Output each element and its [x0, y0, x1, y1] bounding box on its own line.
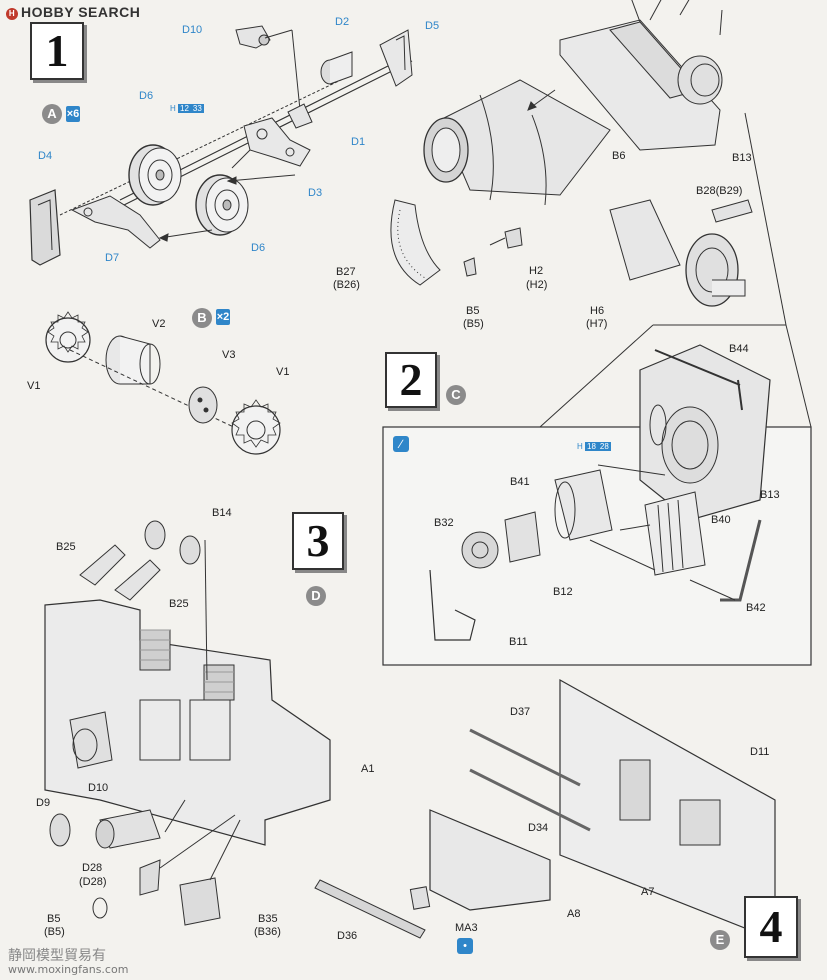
label-v1-right: V1 [276, 366, 290, 378]
label-d11: D11 [750, 746, 770, 758]
label-b42: B42 [746, 602, 766, 614]
label-b44: B44 [729, 343, 749, 355]
logo-text: HOBBY SEARCH [21, 4, 141, 20]
label-d28: D28 [82, 862, 103, 874]
step-4-box: 4 [744, 896, 798, 958]
label-ma3: MA3 [455, 922, 478, 934]
label-b26: (B26) [333, 279, 360, 291]
label-d36: D36 [337, 930, 358, 942]
detail-callout [382, 112, 812, 666]
label-a7: A7 [641, 886, 655, 898]
multiplier-b-badge: ×2 [216, 309, 230, 325]
watermark-cn: 静岡模型貿易有 [8, 948, 106, 964]
label-d5: D5 [425, 20, 440, 32]
label-d9: D9 [36, 797, 51, 809]
label-b28: B28(B29) [696, 185, 743, 197]
step-1-box: 1 [30, 22, 84, 80]
subassembly-b-badge: B [192, 308, 212, 328]
label-d3: D3 [308, 187, 323, 199]
label-h6: H6 [590, 305, 605, 317]
label-d37: D37 [510, 706, 531, 718]
multiplier-a-value: 6 [73, 108, 80, 120]
label-b25-right: B25 [169, 598, 189, 610]
subassembly-d-badge: D [306, 586, 326, 606]
label-b35: B35 [258, 913, 278, 925]
subassembly-e-badge: E [710, 930, 730, 950]
label-h7: (H7) [586, 318, 608, 330]
label-b5b-bottom: (B5) [44, 926, 65, 938]
label-b41: B41 [510, 476, 530, 488]
sprocket-assembly-drawing [45, 311, 281, 455]
label-b25-left: B25 [56, 541, 76, 553]
multiplier-b-value: 2 [223, 311, 230, 323]
label-b11: B11 [509, 636, 528, 648]
rear-plates-drawing [314, 678, 776, 941]
watermark-url: www.moxingfans.com [8, 963, 129, 976]
logo-mark: H [6, 8, 18, 20]
paint-ref-2-prefix: H [577, 442, 583, 451]
label-v2: V2 [152, 318, 166, 330]
cement-icon: ∕ [393, 436, 409, 452]
label-d10-bottom: D10 [88, 782, 109, 794]
engine-deck-drawing [44, 520, 331, 926]
paint-ref-2-num2: 28 [597, 442, 611, 451]
subassembly-c-badge: C [446, 385, 466, 405]
label-h2b: (H2) [526, 279, 548, 291]
paint-ref-1-num1: 12 [178, 104, 191, 113]
label-v3: V3 [222, 349, 236, 361]
label-b40: B40 [711, 514, 731, 526]
step-3-box: 3 [292, 512, 344, 570]
transmission-housing-drawing [390, 0, 753, 307]
step-2-box: 2 [385, 352, 437, 408]
label-d6-bottom: D6 [251, 242, 266, 254]
label-b5b-top: (B5) [463, 318, 484, 330]
label-d1: D1 [351, 136, 366, 148]
paint-ref-2-num1: 18 [585, 442, 598, 451]
paint-ref-1-num2: 33 [190, 104, 204, 113]
label-d7: D7 [105, 252, 120, 264]
water-drop-icon: • [457, 938, 473, 954]
label-b27: B27 [336, 266, 356, 278]
label-d4: D4 [38, 150, 53, 162]
label-b14: B14 [212, 507, 232, 519]
label-d34: D34 [528, 822, 549, 834]
label-b5-top: B5 [466, 305, 480, 317]
label-d6-top: D6 [139, 90, 154, 102]
multiplier-a-badge: ×6 [66, 106, 80, 122]
label-b36: (B36) [254, 926, 281, 938]
label-b6: B6 [612, 150, 626, 162]
label-d28b: (D28) [79, 876, 107, 888]
label-a1: A1 [361, 763, 375, 775]
subassembly-a-badge: A [42, 104, 62, 124]
label-b32: B32 [434, 517, 454, 529]
label-b13-mid: B13 [760, 489, 780, 501]
label-d10-top: D10 [182, 24, 203, 36]
label-b12: B12 [553, 586, 573, 598]
label-b5-bottom: B5 [47, 913, 61, 925]
watermark: 静岡模型貿易有 www.moxingfans.com [8, 948, 129, 976]
label-d2: D2 [335, 16, 350, 28]
axle-assembly-drawing [29, 25, 413, 266]
label-v1-left: V1 [27, 380, 41, 392]
label-h2: H2 [529, 265, 544, 277]
label-b13-top: B13 [732, 152, 752, 164]
label-a8: A8 [567, 908, 581, 920]
paint-ref-1-prefix: H [170, 104, 176, 113]
